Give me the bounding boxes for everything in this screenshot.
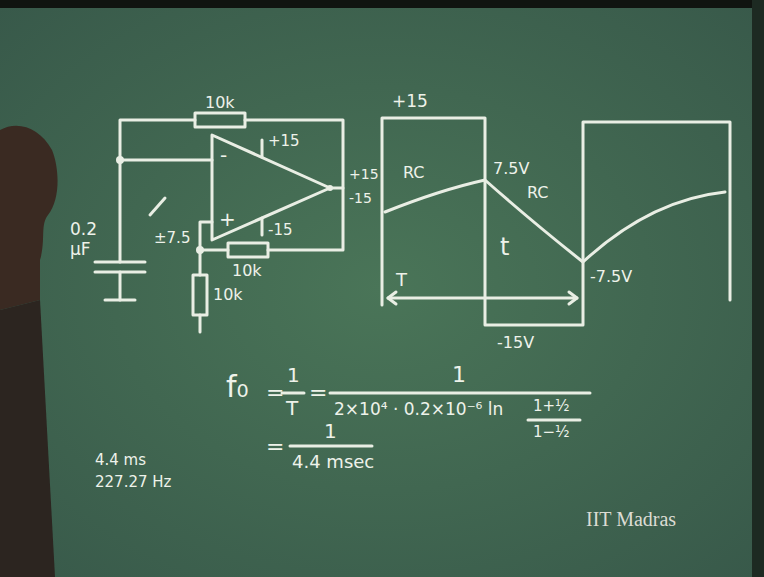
- formula-term: 1+½: [533, 398, 570, 415]
- resistor-symbol: [193, 275, 207, 315]
- supply-lead: [261, 140, 264, 157]
- level-label: -15V: [497, 334, 534, 352]
- wire: [199, 315, 202, 332]
- wire: [119, 160, 122, 262]
- formula-term: f₀: [226, 370, 249, 405]
- junction-dot: [196, 246, 204, 254]
- junctions: [116, 156, 333, 254]
- watermark: IIT Madras: [586, 508, 676, 531]
- resistor-symbol: [228, 243, 268, 257]
- pin-sign: +: [219, 208, 236, 231]
- output-level: +15: [349, 166, 379, 182]
- lecturer-head: [0, 126, 58, 310]
- fraction-bar: [282, 392, 304, 395]
- slope-label: RC: [527, 184, 549, 202]
- chalk-mark: [150, 198, 165, 215]
- frequency-note: 227.27 Hz: [95, 474, 171, 491]
- fraction-bar: [528, 419, 580, 422]
- wire: [119, 272, 122, 300]
- level-label: +15: [392, 92, 428, 112]
- wire: [245, 120, 343, 250]
- board-frame: [0, 0, 764, 8]
- wire: [120, 159, 212, 162]
- threshold-label: -7.5V: [590, 268, 632, 286]
- lecturer-body: [0, 300, 55, 577]
- slope-label: RC: [403, 164, 425, 182]
- threshold-label: 7.5V: [493, 160, 529, 178]
- node-voltage: ±7.5: [154, 230, 190, 247]
- period-label: T: [396, 270, 407, 291]
- fraction-bar: [330, 392, 590, 395]
- supply-lead: [261, 218, 264, 235]
- square-wave: [382, 118, 730, 325]
- formula-term: 1−½: [533, 424, 570, 441]
- opamp-symbol: [212, 135, 330, 240]
- board-frame: [752, 0, 764, 577]
- formula-result: 4.4 msec: [292, 452, 374, 473]
- output-level: -15: [349, 190, 372, 206]
- formula-term: 1: [452, 362, 466, 387]
- formula-sign: =: [266, 380, 284, 405]
- fraction-bar: [290, 445, 372, 448]
- time-label: t: [500, 234, 509, 262]
- capacitor-value: 0.2: [70, 220, 97, 240]
- resistor-value: 10k: [213, 286, 243, 304]
- ground-symbol: [105, 299, 135, 302]
- pin-sign: -: [220, 144, 227, 167]
- junction-dot: [327, 185, 333, 191]
- arrow-head: [388, 292, 396, 304]
- period-arrow: [388, 297, 577, 300]
- schematic: [95, 113, 730, 446]
- resistor-symbol: [195, 113, 245, 127]
- formula-sign: =: [309, 380, 327, 405]
- formula-term: 1: [324, 420, 337, 443]
- formula-term: T: [286, 397, 298, 420]
- formula-term: 1: [287, 364, 300, 387]
- resistor-value: 10k: [232, 262, 262, 280]
- supply-label: +15: [268, 133, 300, 150]
- capacitor-symbol: [95, 261, 145, 264]
- period-note: 4.4 ms: [95, 452, 146, 469]
- formula-term: 2×10⁴ · 0.2×10⁻⁶ ln: [334, 400, 503, 420]
- capacitor-wave: [385, 180, 725, 262]
- supply-label: -15: [268, 222, 293, 239]
- arrow-head: [569, 292, 577, 304]
- wire: [200, 249, 228, 252]
- formula-sign: =: [266, 434, 284, 459]
- capacitor-unit: μF: [70, 240, 91, 260]
- wire: [120, 120, 195, 160]
- resistor-value: 10k: [205, 94, 235, 112]
- junction-dot: [116, 156, 124, 164]
